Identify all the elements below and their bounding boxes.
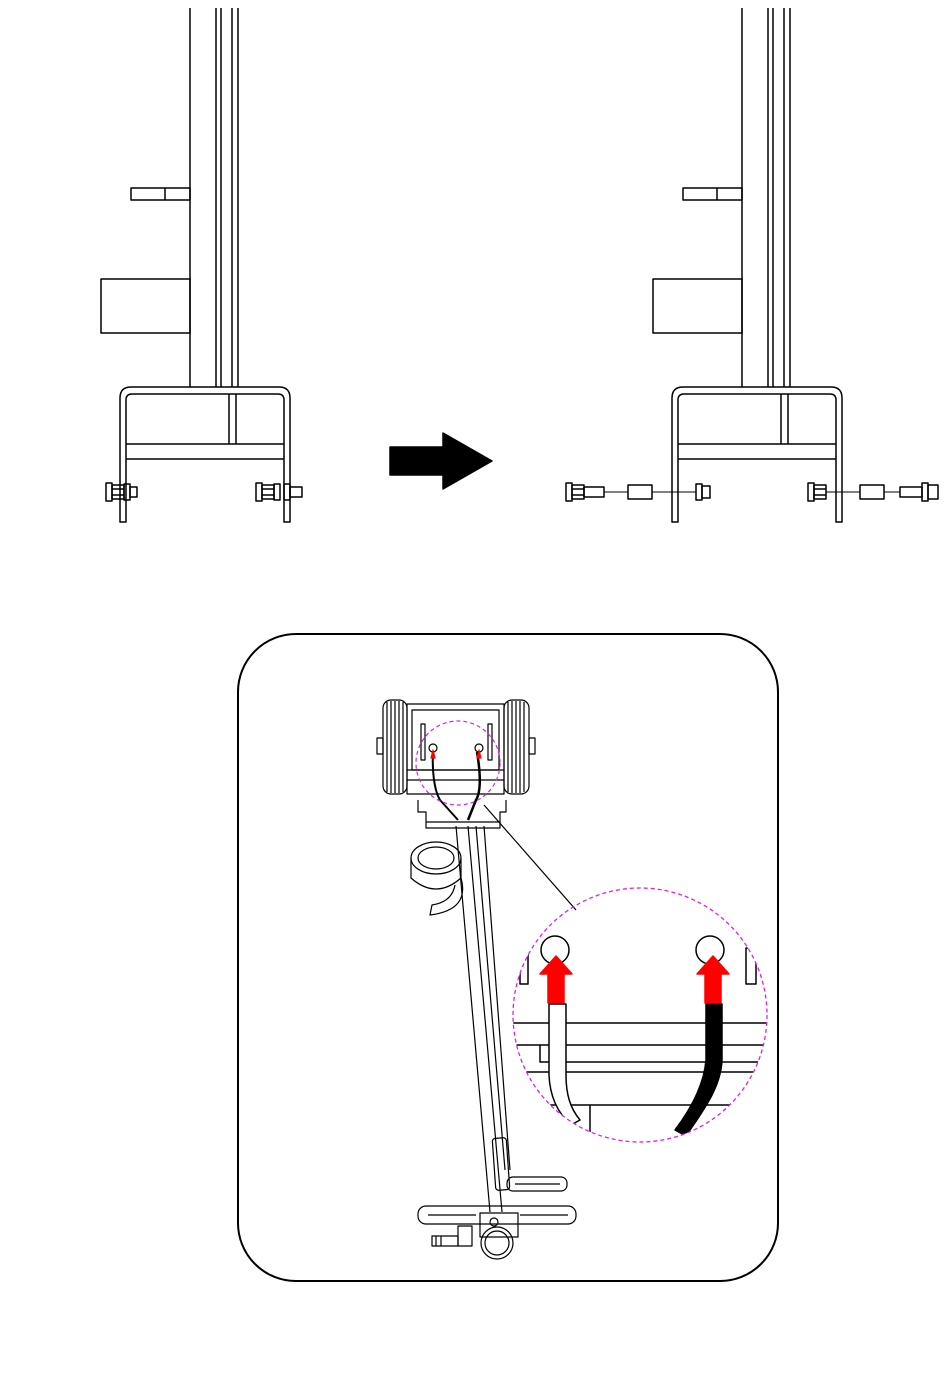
up-arrow-icon	[697, 956, 729, 1003]
callout-leader	[484, 805, 576, 910]
bolt-left-exploded	[566, 483, 710, 501]
right-hose	[675, 1004, 722, 1136]
hand-truck-top-view	[377, 700, 576, 1259]
wheel-left	[377, 700, 407, 794]
right-arrow-icon	[390, 433, 492, 489]
wheel-right	[504, 700, 535, 794]
frame-after	[653, 8, 842, 522]
detail-callout	[500, 888, 780, 1145]
bolt-right-assembled	[256, 483, 302, 501]
frame-before	[101, 8, 302, 522]
left-hose	[549, 1004, 580, 1125]
bolt-left-assembled	[106, 483, 137, 501]
up-arrow-icon	[540, 956, 572, 1003]
bolt-right-exploded	[808, 483, 938, 501]
